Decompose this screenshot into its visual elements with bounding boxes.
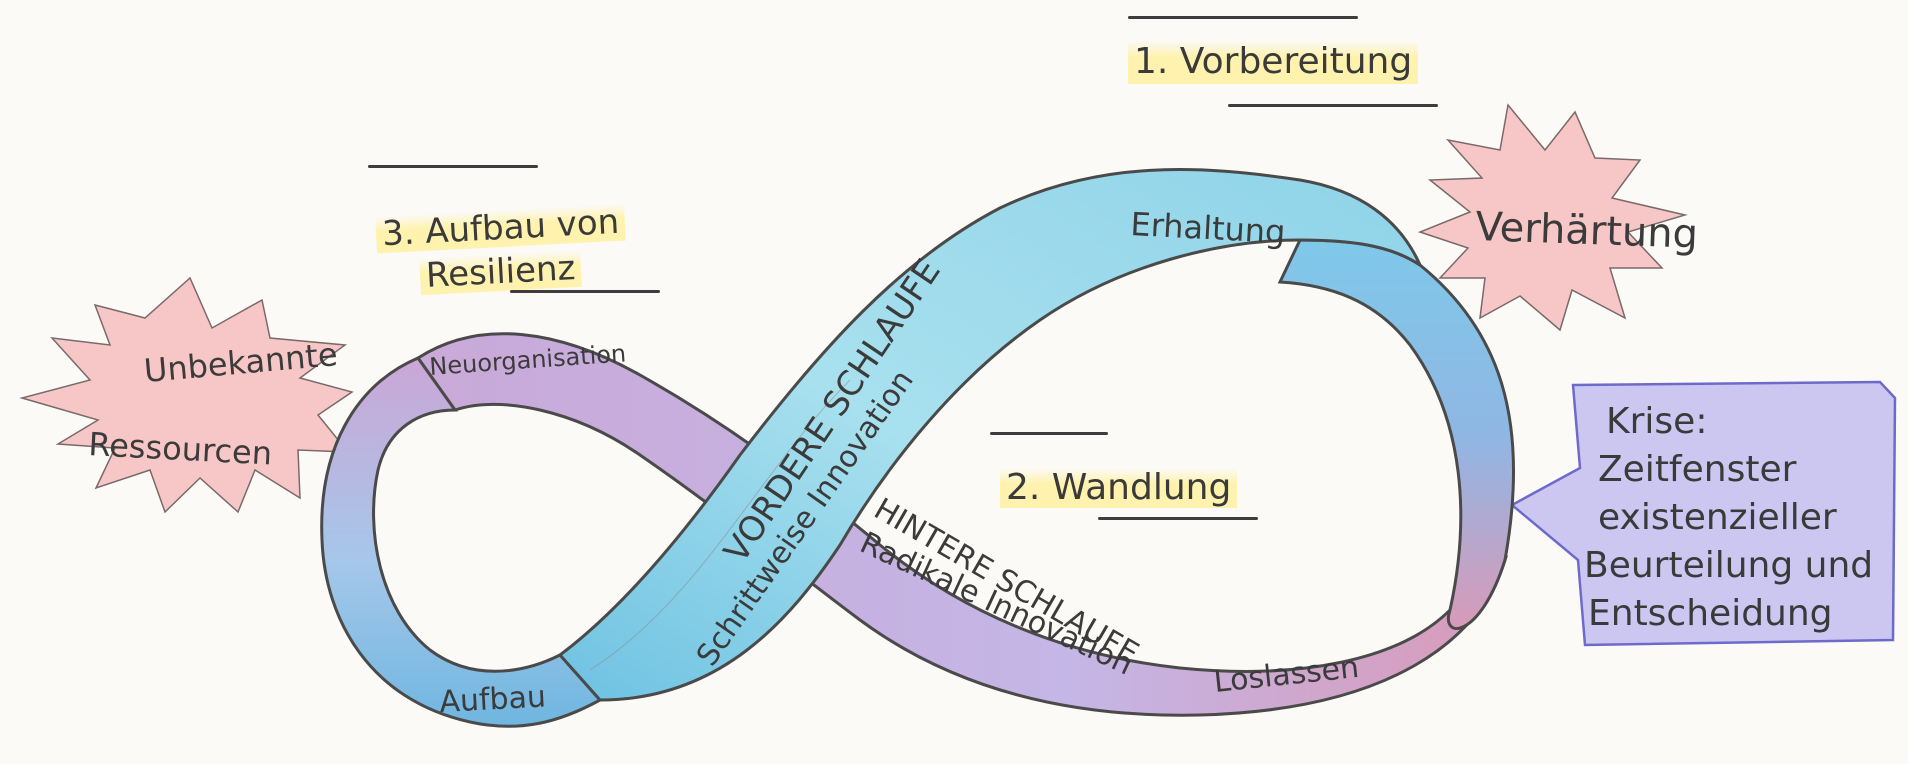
wandlung-bottom-bar: [1098, 517, 1258, 520]
label-vorbereitung: 1. Vorbereitung: [1128, 40, 1419, 84]
krise-callout-shape: [1509, 380, 1897, 647]
label-erhaltung: Erhaltung: [1130, 205, 1287, 251]
label-aufbau-line2: Resilienz: [419, 248, 583, 296]
band-right-loop: [1277, 238, 1516, 630]
vorbereitung-bottom-bar: [1228, 104, 1438, 107]
burst-unbekannte-shape: [19, 276, 354, 514]
label-verhaertung: Verhärtung: [1475, 204, 1699, 258]
band-left-loop: [320, 356, 603, 728]
krise-line-4: Beurteilung und: [1584, 545, 1874, 586]
band-front-inner-line: [589, 379, 851, 671]
label-wandlung: 2. Wandlung: [1000, 468, 1238, 508]
krise-line-5: Entscheidung: [1588, 593, 1833, 634]
burst-verhaertung-shape: [1417, 103, 1688, 332]
aufbau-bottom-bar: [510, 290, 660, 293]
aufbau-top-bar: [368, 165, 538, 168]
krise-line-1: Krise:: [1606, 401, 1708, 442]
krise-line-3: existenzieller: [1598, 497, 1837, 538]
vorbereitung-top-bar: [1128, 16, 1358, 19]
wandlung-top-bar: [990, 432, 1108, 435]
krise-callout-text: Krise: Zeitfenster existenzieller Beurte…: [1584, 398, 1873, 638]
krise-line-2: Zeitfenster: [1598, 449, 1797, 490]
label-aufbau: Aufbau: [439, 679, 547, 720]
band-front: [557, 168, 1424, 702]
